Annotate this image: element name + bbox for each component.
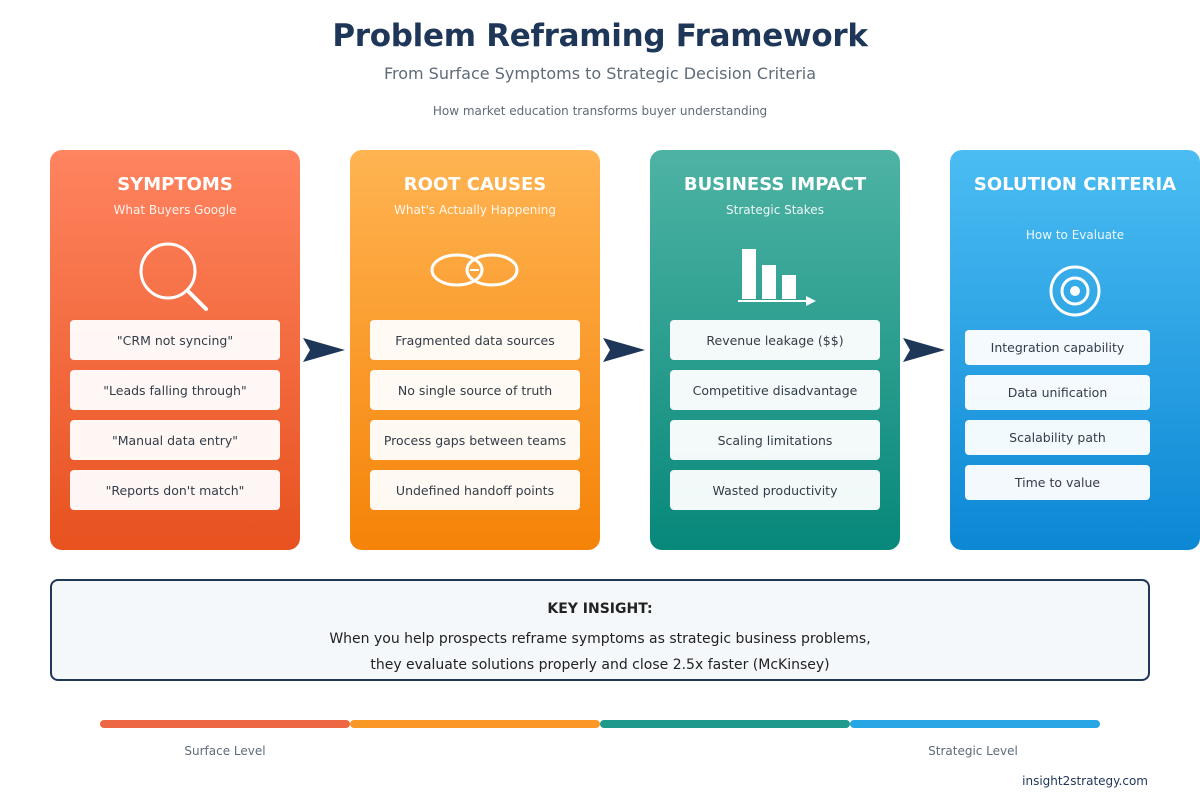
- list-item: Wasted productivity: [670, 470, 880, 510]
- magnifying-glass-icon: [50, 238, 300, 318]
- stage-subtitle: What Buyers Google: [113, 203, 237, 217]
- list-item: Scalability path: [965, 420, 1150, 455]
- stage-card-symptoms: SYMPTOMS What Buyers Google "CRM not syn…: [50, 150, 300, 550]
- flow-arrow-icon: [303, 338, 345, 362]
- stage-items: Fragmented data sources No single source…: [370, 320, 580, 520]
- list-item: Revenue leakage ($$): [670, 320, 880, 360]
- stage-subtitle: What's Actually Happening: [394, 203, 556, 217]
- stage-items: "CRM not syncing" "Leads falling through…: [70, 320, 280, 520]
- progress-segment: [100, 720, 350, 728]
- broken-link-icon: [350, 248, 600, 292]
- list-item: "CRM not syncing": [70, 320, 280, 360]
- surface-level-label: Surface Level: [184, 744, 266, 758]
- list-item: Process gaps between teams: [370, 420, 580, 460]
- list-item: No single source of truth: [370, 370, 580, 410]
- list-item: Integration capability: [965, 330, 1150, 365]
- declining-bar-chart-icon: [650, 245, 900, 307]
- stage-card-solution-criteria: SOLUTION CRITERIA How to Evaluate Integr…: [950, 150, 1200, 550]
- progress-segment: [350, 720, 600, 728]
- stage-subtitle: How to Evaluate: [1025, 228, 1125, 242]
- flow-arrow-icon: [903, 338, 945, 362]
- stage-title: SYMPTOMS: [117, 174, 233, 195]
- list-item: "Manual data entry": [70, 420, 280, 460]
- strategic-level-label: Strategic Level: [928, 744, 1018, 758]
- target-icon: [950, 263, 1200, 319]
- footer-site-link[interactable]: insight2strategy.com: [1022, 774, 1148, 788]
- list-item: Undefined handoff points: [370, 470, 580, 510]
- insight-text: they evaluate solutions properly and clo…: [370, 657, 830, 673]
- insight-title: KEY INSIGHT:: [547, 601, 653, 617]
- flow-arrow-icon: [603, 338, 645, 362]
- progress-segment: [600, 720, 850, 728]
- stage-title: BUSINESS IMPACT: [683, 174, 867, 195]
- progress-segment: [850, 720, 1100, 728]
- stage-card-root-causes: ROOT CAUSES What's Actually Happening Fr…: [350, 150, 600, 550]
- list-item: Time to value: [965, 465, 1150, 500]
- page-tagline: How market education transforms buyer un…: [432, 104, 768, 118]
- stage-subtitle: Strategic Stakes: [726, 203, 824, 217]
- key-insight-box: KEY INSIGHT: When you help prospects ref…: [50, 579, 1150, 681]
- page-subtitle: From Surface Symptoms to Strategic Decis…: [383, 64, 817, 83]
- list-item: "Leads falling through": [70, 370, 280, 410]
- list-item: Data unification: [965, 375, 1150, 410]
- insight-text: When you help prospects reframe symptoms…: [329, 631, 871, 647]
- stage-title: SOLUTION CRITERIA: [973, 174, 1177, 195]
- stage-card-business-impact: BUSINESS IMPACT Strategic Stakes Revenue…: [650, 150, 900, 550]
- stage-title: ROOT CAUSES: [403, 174, 547, 195]
- list-item: Fragmented data sources: [370, 320, 580, 360]
- page-title: Problem Reframing Framework: [332, 18, 868, 54]
- list-item: Competitive disadvantage: [670, 370, 880, 410]
- list-item: "Reports don't match": [70, 470, 280, 510]
- stage-items: Integration capability Data unification …: [965, 330, 1150, 510]
- list-item: Scaling limitations: [670, 420, 880, 460]
- stage-items: Revenue leakage ($$) Competitive disadva…: [670, 320, 880, 520]
